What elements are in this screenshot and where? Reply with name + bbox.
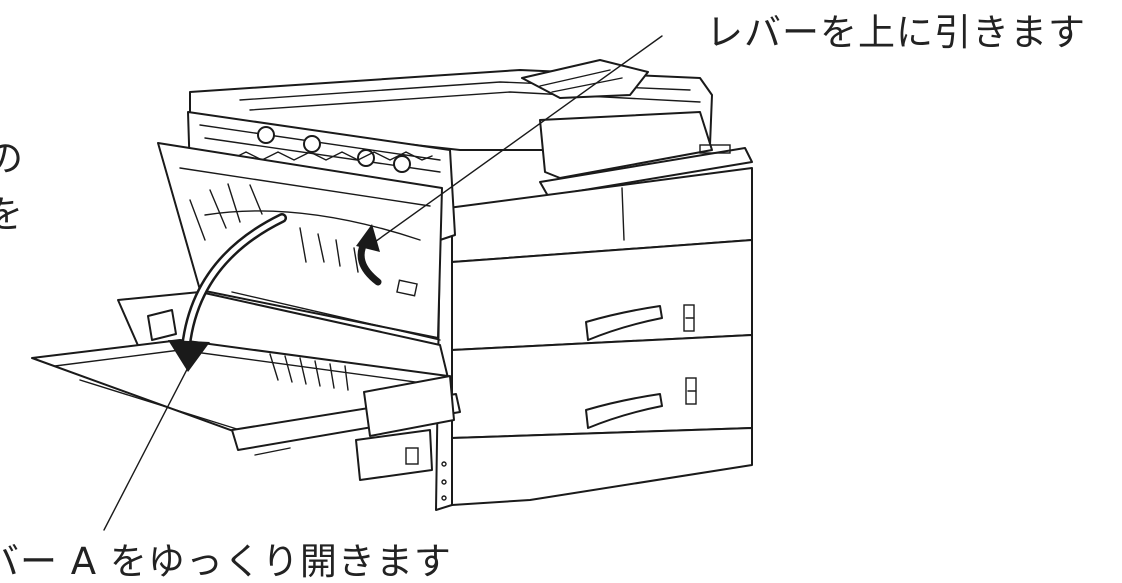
printer-main-body xyxy=(435,167,753,511)
clipped-text-line-1: の xyxy=(0,137,24,180)
lever-leader-line xyxy=(371,35,663,245)
bypass-tray xyxy=(31,291,461,481)
curved-up-arrow-icon xyxy=(356,224,382,286)
lever-up-instruction: レバーを上に引きます xyxy=(706,11,1086,54)
clipped-text-line-2: を xyxy=(0,193,24,236)
cover-leader-line xyxy=(103,351,197,531)
cover-open-instruction: バー A をゆっくり開きます xyxy=(0,540,452,583)
printer-top-body xyxy=(189,59,753,197)
curved-down-arrow-icon xyxy=(168,213,287,372)
tray-2-handle xyxy=(585,393,663,429)
tray-1-handle xyxy=(585,305,663,341)
